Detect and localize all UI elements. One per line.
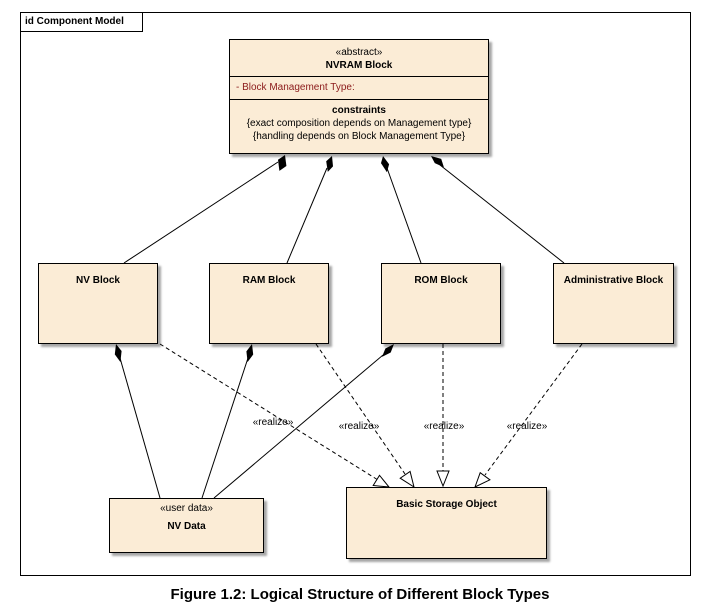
nv-data-block[interactable]: «user data» NV Data [109, 498, 264, 553]
ram-block[interactable]: RAM Block [209, 263, 329, 344]
nv-block[interactable]: NV Block [38, 263, 158, 344]
realize-arrowhead-admin [474, 471, 491, 488]
nvram-header: «abstract» NVRAM Block [230, 40, 488, 77]
nvram-stereotype: «abstract» [335, 47, 383, 58]
rom-block-name: ROM Block [414, 275, 468, 286]
nvram-attribute: - Block Management Type: [230, 77, 488, 100]
frame-title: id Component Model [21, 13, 143, 32]
administrative-block-name: Administrative Block [563, 275, 664, 286]
composition-diamond-nvdata-rom [382, 344, 394, 357]
constraint-handling: {handling depends on Block Management Ty… [252, 131, 466, 142]
composition-line-rom [386, 167, 422, 264]
figure-caption: Figure 1.2: Logical Structure of Differe… [170, 586, 550, 603]
realize-label-rom: «realize» [424, 421, 465, 432]
composition-line-nvdata-rom [213, 354, 384, 499]
composition-line-nv [123, 161, 279, 264]
basic-storage-object[interactable]: Basic Storage Object [346, 487, 547, 559]
basic-storage-object-name: Basic Storage Object [396, 499, 497, 510]
administrative-block[interactable]: Administrative Block [553, 263, 674, 344]
composition-diamond-nv [278, 155, 287, 171]
composition-diamond-rom [381, 156, 390, 173]
realize-label-nv: «realize» [253, 417, 294, 428]
realize-line-admin [484, 343, 583, 476]
ram-block-name: RAM Block [242, 275, 296, 286]
composition-line-ram [286, 167, 328, 264]
realize-arrowhead-ram [399, 470, 415, 489]
rom-block[interactable]: ROM Block [381, 263, 501, 344]
realize-label-admin: «realize» [507, 421, 548, 432]
nvram-block[interactable]: «abstract» NVRAM Block - Block Managemen… [229, 39, 489, 154]
nv-data-stereotype: «user data» [160, 503, 213, 514]
composition-line-admin [439, 164, 565, 264]
nv-block-name: NV Block [76, 275, 120, 286]
realize-label-ram: «realize» [339, 421, 380, 432]
composition-line-nvdata-ram [201, 357, 249, 499]
realize-line-nv [159, 343, 379, 481]
composition-diamond-ram [326, 156, 333, 172]
realize-arrowhead-rom [436, 470, 450, 488]
realize-line-ram [315, 343, 406, 475]
nvram-name: NVRAM Block [325, 60, 393, 71]
composition-diamond-admin [431, 156, 444, 168]
composition-line-nvdata-nv [119, 357, 161, 499]
nvram-constraints: constraints {exact composition depends o… [230, 100, 488, 147]
realize-arrowhead-nv [372, 474, 391, 488]
constraints-title: constraints [332, 105, 386, 116]
nv-data-name: NV Data [167, 521, 206, 532]
composition-diamond-nvdata-ram [246, 344, 254, 362]
constraint-composition: {exact composition depends on Management… [246, 118, 472, 129]
composition-diamond-nvdata-nv [114, 344, 122, 362]
